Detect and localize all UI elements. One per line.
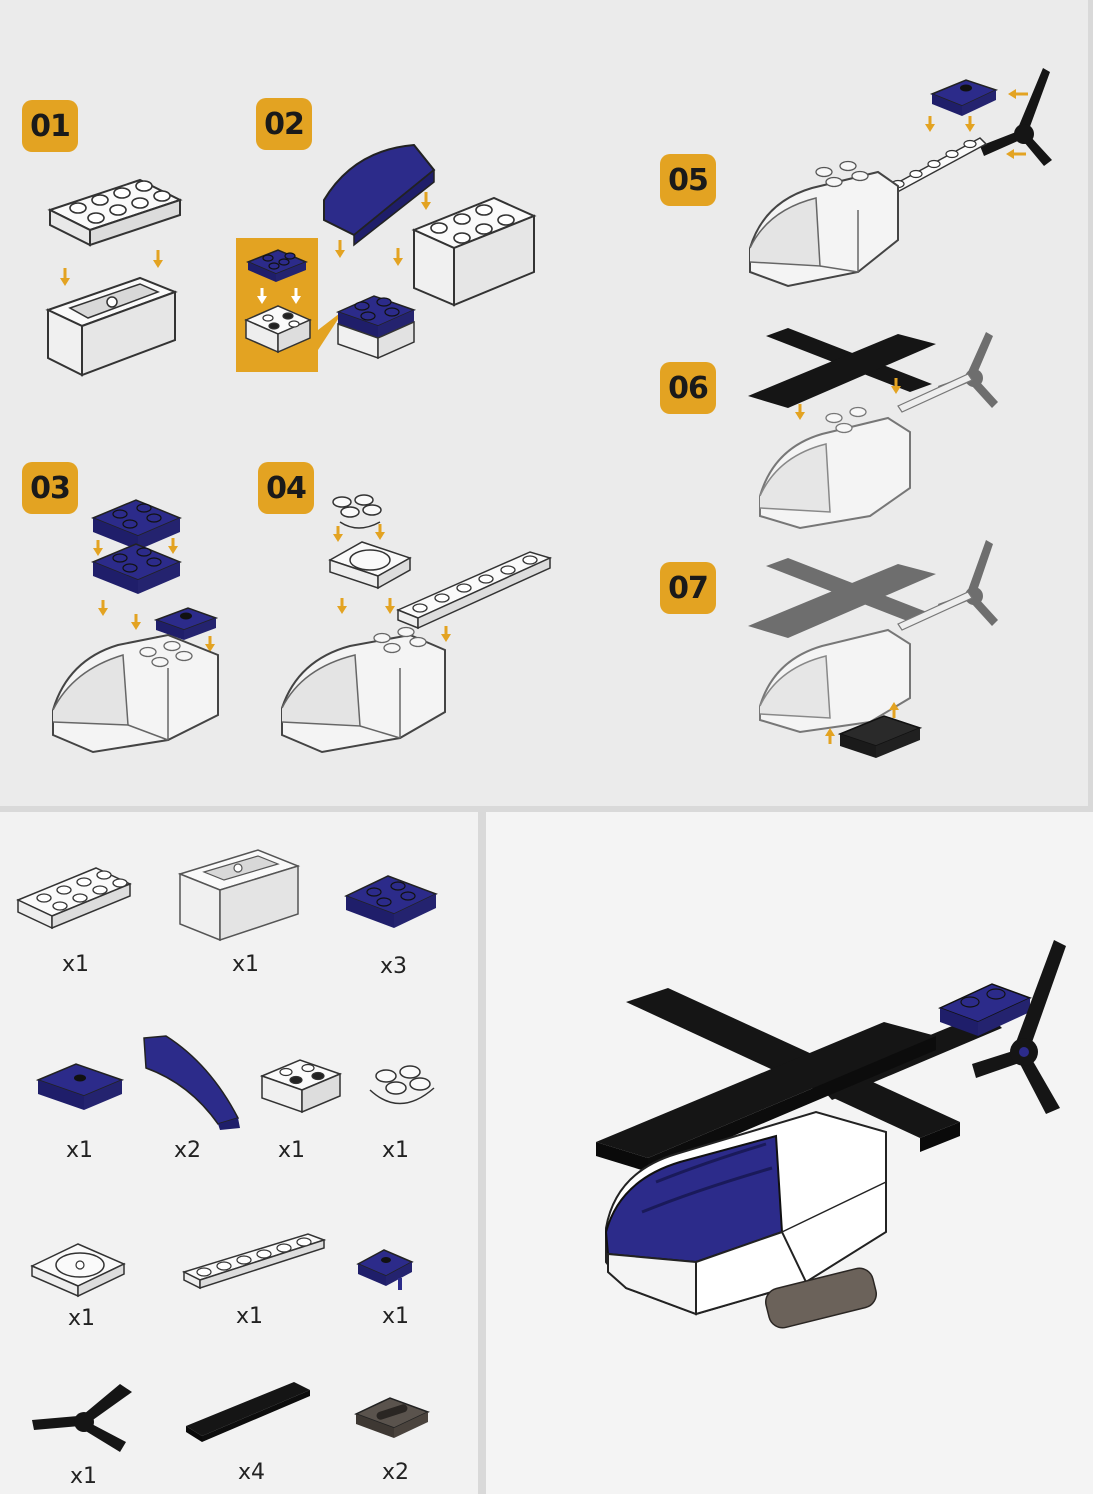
part-quantity: x4: [238, 1460, 266, 1485]
part-plate-2x4-white: [16, 867, 132, 930]
part-plate-2x2-navy: [344, 875, 438, 928]
step-04-illustration: [281, 494, 553, 754]
step-badge-04: 04: [258, 462, 314, 514]
instruction-page: 01 02 03 04 05 06 07: [0, 0, 1088, 806]
step-badge-05: 05: [660, 154, 716, 206]
part-quantity: x1: [278, 1138, 306, 1163]
step-badge-01: 01: [22, 100, 78, 152]
step-badge-02: 02: [256, 98, 312, 150]
part-turntable-plate-white: [30, 1243, 126, 1298]
part-quantity: x1: [68, 1306, 96, 1331]
part-quantity: x3: [380, 954, 408, 979]
step-badge-06: 06: [660, 362, 716, 414]
part-modified-plate-white: [259, 1059, 343, 1114]
part-quantity: x1: [382, 1304, 410, 1329]
part-propeller-black: [32, 1384, 132, 1452]
finished-helicopter-illustration: [596, 940, 1066, 1329]
part-curved-slope-navy: [143, 1035, 240, 1130]
part-quantity: x1: [232, 952, 260, 977]
part-quantity: x1: [66, 1138, 94, 1163]
step-02-illustration: [236, 143, 537, 372]
step-01-illustration: [45, 178, 183, 377]
part-quantity: x1: [62, 952, 90, 977]
part-plate-1x6-white: [181, 1233, 327, 1290]
step-badge-03: 03: [22, 462, 78, 514]
parts-list-page: x1 x1 x3 x1 x2 x1 x1: [0, 812, 478, 1494]
part-quantity: x1: [70, 1464, 98, 1489]
step-03-illustration: [52, 499, 219, 754]
step-05-illustration: [749, 68, 1052, 288]
part-jumper-plate-navy: [35, 1063, 125, 1110]
part-skid-plate-darkgrey: [354, 1397, 430, 1438]
part-round-plate-white: [369, 1065, 435, 1105]
part-quantity: x2: [382, 1460, 410, 1485]
step-06-illustration: [748, 328, 998, 530]
step-07-illustration: [748, 540, 998, 758]
part-quantity: x1: [236, 1304, 264, 1329]
step-badge-07: 07: [660, 562, 716, 614]
part-quantity: x1: [382, 1138, 410, 1163]
part-tile-1x6-black: [186, 1382, 310, 1442]
part-quantity: x2: [174, 1138, 202, 1163]
part-clip-plate-navy: [356, 1249, 414, 1290]
part-brick-2x4-white: [177, 849, 301, 942]
finished-model-page: [486, 812, 1093, 1494]
